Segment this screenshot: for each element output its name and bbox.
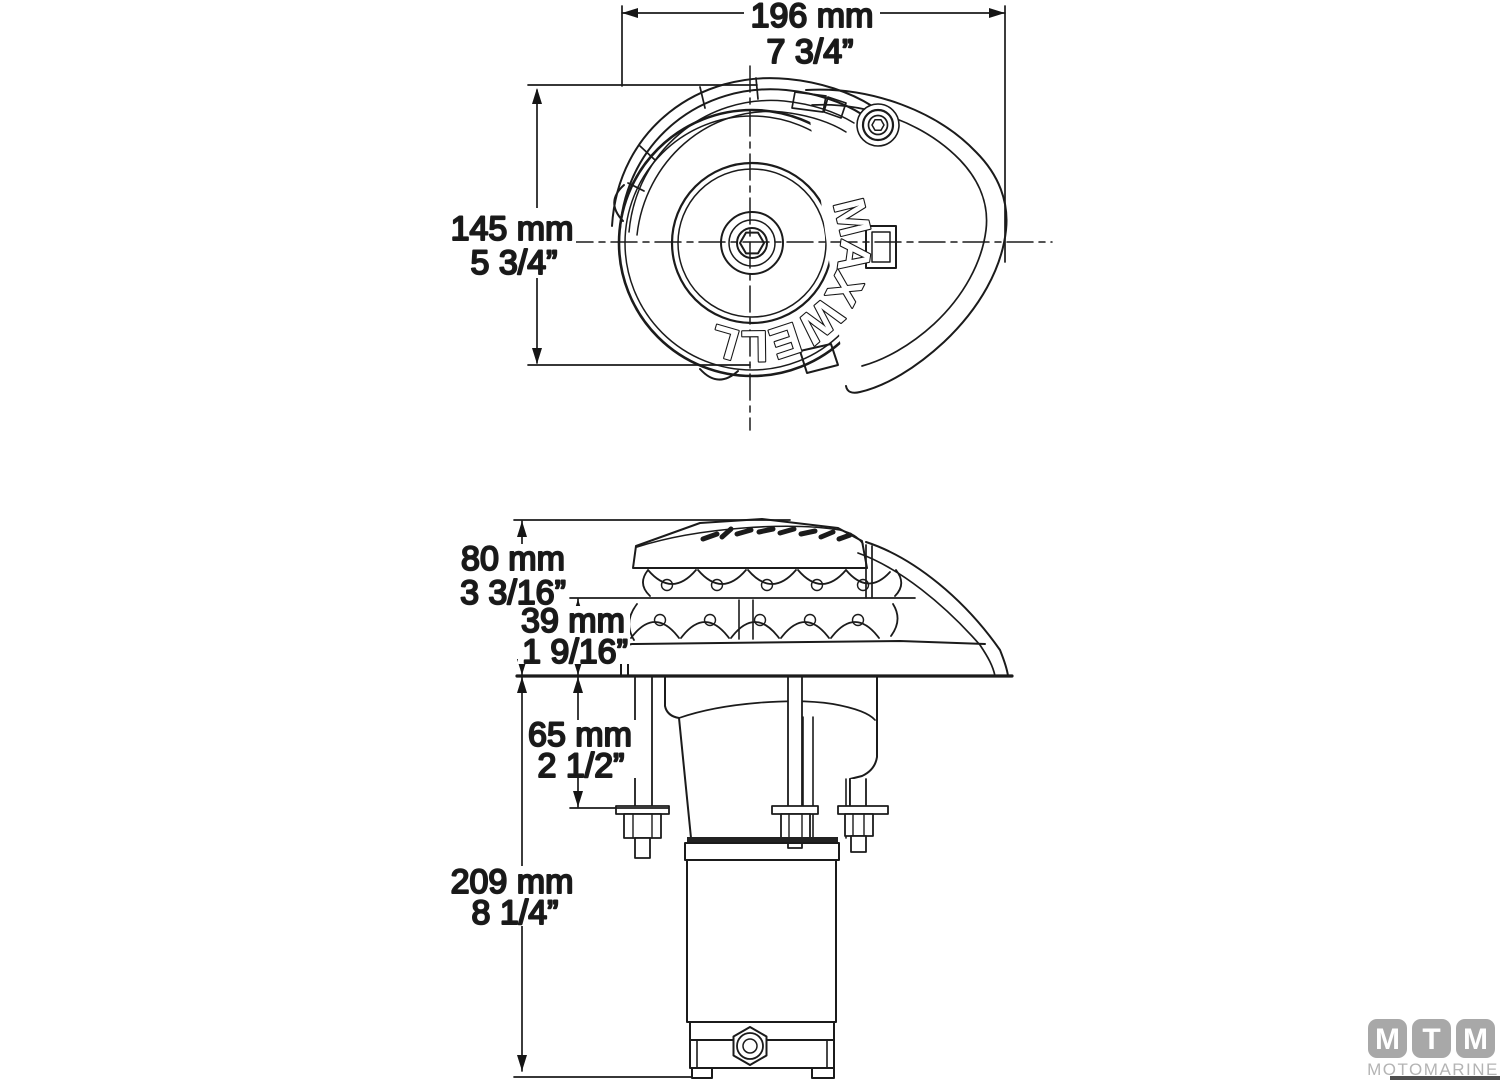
cap-crease <box>636 525 864 548</box>
logo-tile-1 <box>1368 1019 1407 1058</box>
mounting-stud-left <box>615 676 670 859</box>
top-view-drawing: MAXWELL <box>566 65 1053 431</box>
housing-inner-contour <box>811 103 988 367</box>
dim-below-deck-in: 8 1/4” <box>472 894 559 932</box>
dim-gypsy-height-in: 1 9/16” <box>522 633 628 671</box>
dim-below-deck-mm: 209 mm <box>451 863 574 901</box>
logo-subtitle: MOTOMARINE <box>1367 1060 1499 1079</box>
mainshaft-lines <box>738 599 754 640</box>
motor-cylinder <box>686 859 837 1023</box>
mounting-stud-right <box>837 778 889 853</box>
logo-bottom-bar <box>1390 1076 1500 1080</box>
dim-gypsy-height-mm: 39 mm <box>521 602 625 640</box>
dim-stud-length-mm: 65 mm <box>528 716 632 754</box>
side-view-drawing <box>515 518 1014 1079</box>
motor-end-nut <box>732 1026 768 1066</box>
drum-lower-tab <box>799 343 839 374</box>
cap-outline <box>632 518 868 569</box>
cap-top-marks <box>700 526 853 542</box>
motor-joint-band <box>687 837 838 843</box>
band-latch-plates <box>791 91 847 119</box>
mtm-logo: M T M MOTOMARINE <box>1367 1019 1500 1080</box>
drum-bottom-bump <box>699 368 739 381</box>
dim-stud-length: 65 mm 2 1/2” <box>526 676 669 809</box>
center-hex-socket <box>739 231 765 255</box>
dim-below-deck: 209 mm 8 1/4” <box>450 676 693 1078</box>
logo-tile-3 <box>1456 1019 1495 1058</box>
dim-overall-height: 145 mm 5 3/4” <box>450 84 758 366</box>
gypsy-lower-row <box>628 603 899 641</box>
logo-letter-3: M <box>1463 1023 1488 1056</box>
deck-cover <box>857 541 1009 677</box>
chain-stripper-tab <box>865 225 897 269</box>
dim-above-deck-mm: 80 mm <box>461 540 565 578</box>
dim-overall-height-in: 5 3/4” <box>471 244 558 282</box>
dim-above-deck: 80 mm 3 3/16” <box>456 519 791 676</box>
motor-foot-right <box>811 1067 835 1079</box>
motor <box>684 837 840 1079</box>
motor-foot-left <box>691 1067 713 1079</box>
logo-letter-2: T <box>1422 1023 1440 1056</box>
gypsy-upper-row <box>642 569 903 597</box>
housing-bolt <box>856 103 900 147</box>
dim-gypsy-height: 39 mm 1 9/16” <box>518 597 916 676</box>
dim-overall-width-in: 7 3/4” <box>767 33 854 71</box>
mounting-stud-middle <box>771 676 819 849</box>
dim-overall-height-mm: 145 mm <box>451 210 574 248</box>
logo-letter-1: M <box>1375 1023 1400 1056</box>
base-flange <box>620 640 986 677</box>
dim-stud-length-in: 2 1/2” <box>538 747 625 785</box>
housing-fill <box>806 89 1007 393</box>
housing-outline <box>805 88 1008 394</box>
logo-tile-2 <box>1412 1019 1451 1058</box>
band-cross-ticks <box>627 77 759 192</box>
dim-overall-width: 196 mm 7 3/4” <box>621 0 1006 263</box>
dim-overall-width-mm: 196 mm <box>751 0 874 35</box>
